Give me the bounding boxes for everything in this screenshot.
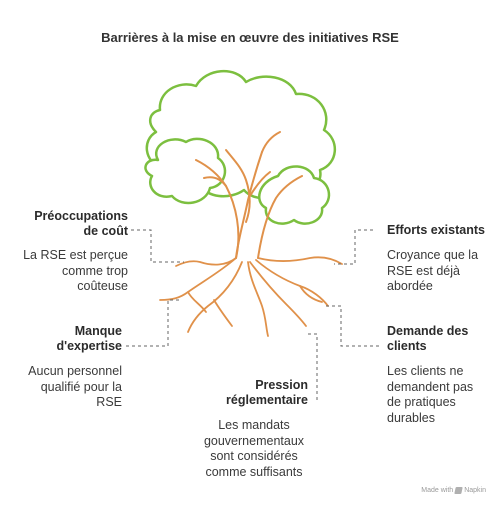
barrier-heading-demand: Demande des clients: [387, 324, 469, 353]
connector-existing: [334, 229, 373, 265]
barrier-heading-existing: Efforts existants: [387, 223, 485, 237]
barrier-heading-regulatory: Pression réglementaire: [226, 378, 308, 407]
barrier-description-regulatory: Les mandats gouvernementaux sont considé…: [203, 418, 305, 479]
page-title: Barrières à la mise en œuvre des initiat…: [101, 30, 399, 45]
watermark: Made with Napkin: [421, 487, 486, 494]
connector-regulatory: [306, 333, 318, 400]
barrier-description-existing: Croyance que la RSE est déjà abordée: [387, 248, 479, 293]
barrier-description-demand: Les clients ne demandent pas de pratique…: [387, 364, 474, 425]
connector-lines: [126, 229, 379, 400]
barrier-heading-cost: Préoccupations de coût: [34, 209, 128, 238]
watermark-brand: Napkin: [464, 487, 486, 494]
barrier-description-cost: La RSE est perçue comme trop coûteuse: [23, 248, 128, 293]
napkin-logo-icon: [454, 487, 463, 494]
barrier-description-expertise: Aucun personnel qualifié pour la RSE: [28, 364, 122, 409]
connector-demand: [326, 305, 379, 347]
tree-trunk: [195, 131, 303, 259]
connector-expertise: [126, 299, 182, 347]
connector-cost: [131, 229, 184, 263]
barrier-heading-expertise: Manque d'expertise: [56, 324, 122, 353]
tree-canopy: [144, 69, 336, 225]
watermark-text: Made with: [421, 487, 454, 494]
tree-roots: [159, 256, 343, 337]
